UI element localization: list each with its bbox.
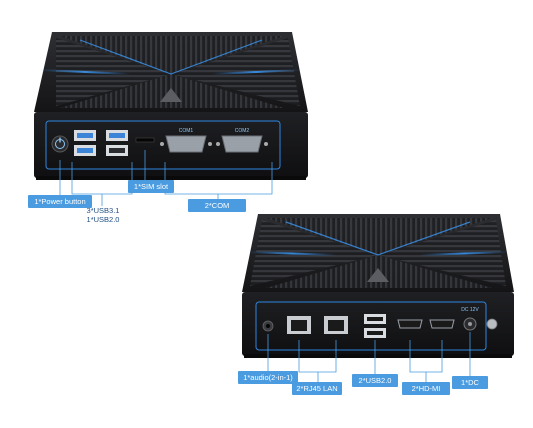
blue-accent-glow <box>79 39 263 75</box>
callout-lan: 2*RJ45 LAN <box>292 382 342 395</box>
callout-com: 2*COM <box>188 199 246 212</box>
usb-stack-left <box>74 130 96 156</box>
callout-usb-line1: 3*USB3.1 <box>86 206 120 215</box>
com1-label: COM1 <box>179 128 194 134</box>
callout-hdmi: 2*HD-MI <box>402 382 450 395</box>
hdmi-port-1 <box>397 319 423 329</box>
usb2-stack <box>364 314 386 338</box>
lan-port-1 <box>287 316 311 334</box>
com-port-2 <box>216 135 268 153</box>
logo-emblem <box>367 268 389 282</box>
callout-usb2: 2*USB2.0 <box>352 374 398 387</box>
dc-jack <box>463 317 477 331</box>
callout-usb-line2: 1*USB2.0 <box>86 215 120 224</box>
callout-audio: 1*audio(2-in-1) <box>238 371 298 384</box>
callout-lines-unit1 <box>59 150 273 206</box>
lan-port-2 <box>324 316 348 334</box>
dc-label: DC 12V <box>461 307 479 313</box>
com2-label: COM2 <box>235 128 250 134</box>
audio-jack <box>262 320 274 332</box>
logo-emblem <box>160 88 182 102</box>
hdmi-port-2 <box>429 319 455 329</box>
usb-stack-right <box>106 130 128 156</box>
power-button <box>51 135 69 153</box>
callout-power-button: 1*Power button <box>28 195 92 208</box>
blue-accent-glow <box>285 221 471 256</box>
callout-dc: 1*DC <box>452 376 488 389</box>
ground-screw <box>486 318 498 330</box>
com-port-1 <box>160 135 212 153</box>
mini-pc-front-unit: COM1 COM2 <box>34 32 308 206</box>
sim-slot <box>135 137 155 143</box>
mini-pc-rear-unit: DC 12V <box>242 214 514 382</box>
callout-sim-slot: 1*SIM slot <box>128 180 174 193</box>
callout-lines-unit2 <box>267 332 471 382</box>
